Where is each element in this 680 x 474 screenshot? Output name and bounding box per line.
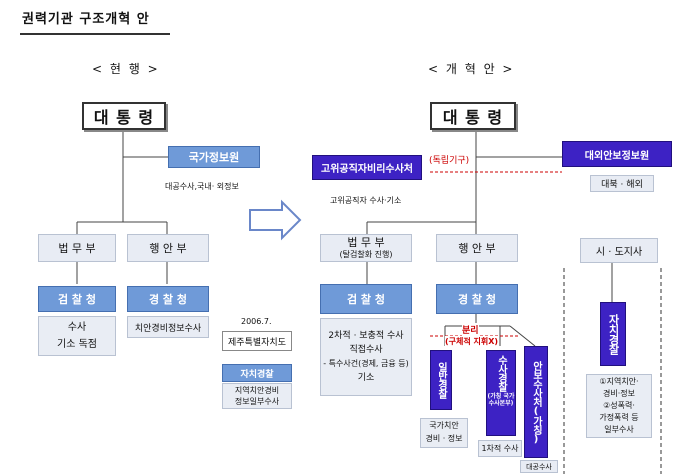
duty-item: 기소 독점 xyxy=(57,339,97,350)
reform-prosecution: 검 찰 청 xyxy=(320,284,412,314)
investigation-police-note-2: 수사본부) xyxy=(488,400,514,408)
duty-item: 경비 · 정보 xyxy=(425,434,463,443)
reform-cio-independent: (독립기구) xyxy=(429,153,470,166)
justice-label: 법 무 부 xyxy=(347,235,385,249)
investigation-police-duties: 1차적 수사 xyxy=(478,440,522,457)
current-police-duties: 치안경비정보수사 xyxy=(127,316,209,338)
current-nis-note: 대공수사,국내· 외정보 xyxy=(165,182,239,191)
duty-item: 수사 xyxy=(67,322,87,333)
page-title: 권력기관 구조개혁 안 xyxy=(22,12,150,27)
title-underline xyxy=(20,33,170,35)
current-heading: < 현 행 > xyxy=(92,62,160,76)
duty-item: 2차적 · 보충적 수사 xyxy=(328,331,404,342)
transition-arrow-icon xyxy=(249,199,302,241)
current-president: 대 통 령 xyxy=(82,102,166,130)
reform-governor: 시 · 도지사 xyxy=(580,238,658,263)
duty-item: 일부수사 xyxy=(604,425,634,434)
reform-justice: 법 무 부 (탈검찰화 진행) xyxy=(320,234,412,262)
duty-item: 경비·정보 xyxy=(603,389,635,398)
security-agency: 안보수사처(가칭) xyxy=(524,346,548,458)
jeju-province: 제주특별자치도 xyxy=(222,331,292,351)
split-note: (구체적 지휘X) xyxy=(445,336,499,347)
reform-police: 경 찰 청 xyxy=(436,284,518,314)
reform-foreign-intel: 대외안보정보원 xyxy=(562,141,672,167)
duty-item: ②성폭력· xyxy=(603,401,635,410)
investigation-police-note-1: (가칭 국가 xyxy=(487,393,515,400)
duty-item: 가정폭력 등 xyxy=(599,413,639,422)
reform-cio-note: 고위공직자 수사·기소 xyxy=(330,196,402,205)
reform-local-police: 자치경찰 xyxy=(600,302,626,366)
investigation-police: 수사경찰 (가칭 국가 수사본부) xyxy=(486,350,516,436)
current-interior: 행 안 부 xyxy=(127,234,209,262)
duty-item: 직접수사 xyxy=(349,345,383,356)
reform-foreign-intel-note: 대북 · 해외 xyxy=(590,175,654,192)
split-label: 분리 xyxy=(462,323,479,336)
justice-note: (탈검찰화 진행) xyxy=(339,249,393,259)
duty-item: 지역치안경비 xyxy=(234,385,280,395)
reform-president: 대 통 령 xyxy=(430,102,516,130)
current-prosecution-duties: 수사 기소 독점 xyxy=(38,316,116,356)
current-justice: 법 무 부 xyxy=(38,234,116,262)
duty-item: 기소 xyxy=(357,372,375,383)
reform-cio: 고위공직자비리수사처 xyxy=(312,155,422,180)
duty-item: 국가치안 xyxy=(429,421,459,431)
jeju-duties: 지역치안경비 정보일부수사 xyxy=(222,383,292,409)
duty-item: 정보일부수사 xyxy=(234,397,280,406)
current-prosecution: 검 찰 청 xyxy=(38,286,116,312)
general-police-duties: 국가치안 경비 · 정보 xyxy=(420,418,468,448)
duty-item: - 특수사건(경제, 금융 등) xyxy=(323,358,409,368)
general-police: 일반경찰 xyxy=(430,350,452,410)
current-police: 경 찰 청 xyxy=(127,286,209,312)
investigation-police-label: 수사경찰 xyxy=(495,355,507,391)
jeju-local-police: 자치경찰 xyxy=(222,364,292,382)
security-duties: 대공수사 xyxy=(520,460,558,473)
reform-heading: < 개 혁 안 > xyxy=(428,62,515,76)
reform-interior: 행 안 부 xyxy=(436,234,518,262)
duty-item: ①지역치안· xyxy=(599,377,639,386)
current-nis: 국가정보원 xyxy=(168,146,260,168)
reform-prosecution-duties: 2차적 · 보충적 수사 직접수사 - 특수사건(경제, 금융 등) 기소 xyxy=(320,318,412,396)
reform-local-police-duties: ①지역치안· 경비·정보 ②성폭력· 가정폭력 등 일부수사 xyxy=(586,374,652,438)
jeju-year: 2006.7. xyxy=(241,317,272,326)
